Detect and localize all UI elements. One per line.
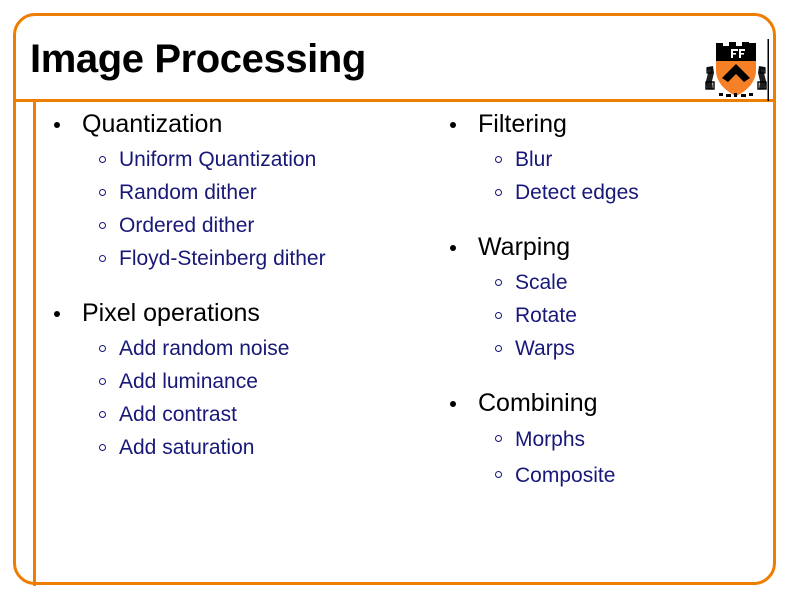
subtopic-item: Morphs [444, 422, 774, 458]
topic-quantization: Quantization [48, 108, 428, 141]
subtopic-label: Morphs [515, 428, 586, 451]
princeton-shield-icon [703, 37, 769, 103]
subtopic-item: Uniform Quantization [48, 143, 428, 176]
subtopic-label: Blur [515, 148, 553, 171]
topic-list-right: Filtering Blur Detect edges Warping [444, 108, 774, 494]
bullet-disc-icon [450, 122, 456, 128]
bullet-ring-icon [99, 378, 106, 385]
subtopic-label: Add contrast [119, 403, 237, 426]
bullet-disc-icon [450, 401, 456, 407]
subtopic-label: Ordered dither [119, 214, 255, 237]
subtopic-item: Floyd-Steinberg dither [48, 242, 428, 275]
bullet-disc-icon [54, 122, 60, 128]
topic-label: Pixel operations [82, 299, 260, 327]
bullet-disc-icon [450, 245, 456, 251]
bullet-ring-icon [99, 255, 106, 262]
subtopic-label: Detect edges [515, 181, 639, 204]
subtopic-item: Composite [444, 458, 774, 494]
subtopic-item: Add random noise [48, 332, 428, 365]
topic-filtering: Filtering [444, 108, 774, 141]
topic-list-left: Quantization Uniform Quantization Random… [48, 108, 428, 464]
subtopic-label: Floyd-Steinberg dither [119, 247, 326, 270]
subtopic-item: Scale [444, 266, 774, 299]
topic-label: Combining [478, 389, 598, 417]
bullet-ring-icon [495, 156, 502, 163]
subtopic-label: Warps [515, 337, 575, 360]
subtopic-label: Scale [515, 271, 568, 294]
bullet-ring-icon [99, 345, 106, 352]
subtopic-list-warping: Scale Rotate Warps [444, 266, 774, 365]
subtopic-list-quantization: Uniform Quantization Random dither Order… [48, 143, 428, 275]
slide-body: Quantization Uniform Quantization Random… [0, 108, 800, 578]
bullet-ring-icon [99, 189, 106, 196]
topic-combining: Combining [444, 387, 774, 420]
subtopic-item: Rotate [444, 299, 774, 332]
bullet-disc-icon [54, 311, 60, 317]
subtopic-item: Detect edges [444, 176, 774, 209]
subtopic-item: Add contrast [48, 398, 428, 431]
content-column-left: Quantization Uniform Quantization Random… [48, 108, 428, 464]
topic-pixel-operations: Pixel operations [48, 297, 428, 330]
subtopic-label: Composite [515, 464, 616, 487]
bullet-ring-icon [495, 279, 502, 286]
subtopic-label: Add luminance [119, 370, 258, 393]
bullet-ring-icon [99, 444, 106, 451]
subtopic-item: Random dither [48, 176, 428, 209]
subtopic-label: Random dither [119, 181, 257, 204]
subtopic-label: Uniform Quantization [119, 148, 317, 171]
subtopic-list-combining: Morphs Composite [444, 422, 774, 494]
topic-warping: Warping [444, 231, 774, 264]
body-accent-line [33, 102, 36, 586]
bullet-ring-icon [495, 312, 502, 319]
topic-label: Quantization [82, 110, 223, 138]
title-separator-rule [13, 99, 776, 102]
bullet-ring-icon [99, 411, 106, 418]
bullet-ring-icon [99, 156, 106, 163]
bullet-ring-icon [495, 471, 502, 478]
subtopic-label: Add random noise [119, 337, 290, 360]
bullet-ring-icon [495, 345, 502, 352]
subtopic-item: Warps [444, 332, 774, 365]
topic-label: Warping [478, 233, 571, 261]
title-bar: Image Processing [0, 13, 800, 101]
subtopic-item: Blur [444, 143, 774, 176]
subtopic-label: Rotate [515, 304, 577, 327]
bullet-ring-icon [495, 189, 502, 196]
content-column-right: Filtering Blur Detect edges Warping [444, 108, 774, 494]
subtopic-item: Ordered dither [48, 209, 428, 242]
subtopic-item: Add luminance [48, 365, 428, 398]
bullet-ring-icon [99, 222, 106, 229]
topic-label: Filtering [478, 110, 567, 138]
bullet-ring-icon [495, 435, 502, 442]
subtopic-list-filtering: Blur Detect edges [444, 143, 774, 209]
subtopic-item: Add saturation [48, 431, 428, 464]
page-title: Image Processing [30, 37, 366, 81]
subtopic-label: Add saturation [119, 436, 255, 459]
subtopic-list-pixel-operations: Add random noise Add luminance Add contr… [48, 332, 428, 464]
